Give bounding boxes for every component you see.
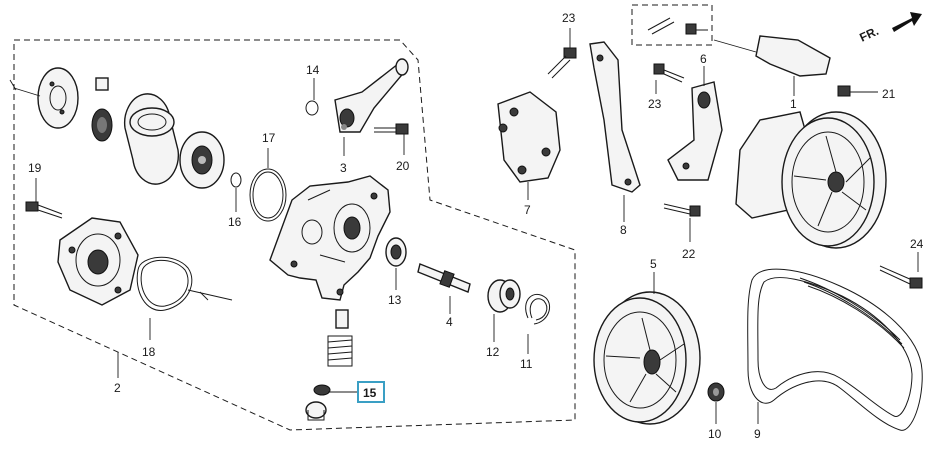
pump-bracket-part [497, 91, 561, 200]
callout-22: 22 [682, 247, 696, 261]
callout-20: 20 [396, 159, 410, 173]
front-direction-arrow: FR. [857, 12, 922, 45]
callout-21: 21 [882, 87, 896, 101]
callout-4: 4 [446, 315, 453, 329]
hardware-group-outline [631, 4, 713, 46]
flow-control-valve-parts [305, 309, 358, 421]
callout-18: 18 [142, 345, 156, 359]
callout-15-highlight[interactable]: 15 [357, 381, 385, 403]
nut-21 [837, 85, 878, 97]
inlet-plate-part [9, 67, 79, 129]
callout-15: 15 [363, 386, 377, 400]
o-ring-14 [305, 78, 319, 116]
cam-ring-part [123, 93, 180, 185]
pump-shaft-part [417, 263, 471, 314]
callout-12: 12 [486, 345, 500, 359]
callout-14: 14 [306, 63, 320, 77]
bolt-22 [663, 203, 701, 242]
vane-part [95, 77, 109, 91]
callout-23-mid: 23 [648, 97, 662, 111]
pulley-5 [593, 272, 701, 425]
callout-23-top: 23 [562, 11, 576, 25]
callout-10: 10 [708, 427, 722, 441]
outlet-fitting-part [334, 58, 409, 156]
bolt-20 [374, 123, 409, 155]
drive-belt-9 [747, 268, 923, 431]
side-plate-part [179, 131, 225, 189]
bolt-24 [879, 252, 923, 289]
callout-9: 9 [754, 427, 761, 441]
callout-6: 6 [700, 52, 707, 66]
pump-cover-part [57, 217, 139, 306]
o-ring-18 [136, 256, 233, 340]
pump-with-pulley-assembly [735, 111, 887, 249]
snap-ring-11 [525, 293, 550, 354]
heat-shield-part [713, 35, 831, 96]
callout-11: 11 [520, 357, 533, 371]
nut-10 [707, 382, 725, 424]
bolt-23-right [653, 63, 685, 94]
callout-13: 13 [388, 293, 402, 307]
o-ring-16 [230, 172, 242, 212]
hardware-bolt-nut [647, 17, 708, 35]
callout-5: 5 [650, 257, 657, 271]
callout-7: 7 [524, 203, 531, 217]
assembly-outline [13, 39, 576, 431]
bolt-19 [25, 178, 63, 219]
callout-24: 24 [910, 237, 924, 251]
callout-1: 1 [790, 97, 797, 111]
adjusting-bracket-part [589, 41, 641, 222]
oil-seal-13 [385, 237, 407, 290]
rotor-part [91, 108, 113, 142]
callout-17: 17 [262, 131, 276, 145]
callout-16: 16 [228, 215, 242, 229]
callout-2: 2 [114, 381, 121, 395]
callout-3: 3 [340, 161, 347, 175]
pump-body-part [269, 175, 391, 301]
bolt-23-left [547, 28, 577, 79]
bearing-12 [487, 279, 521, 342]
o-ring-17 [249, 148, 287, 222]
brace-part [667, 66, 723, 181]
callout-19: 19 [28, 161, 42, 175]
fr-label: FR. [857, 24, 880, 45]
callout-8: 8 [620, 223, 627, 237]
